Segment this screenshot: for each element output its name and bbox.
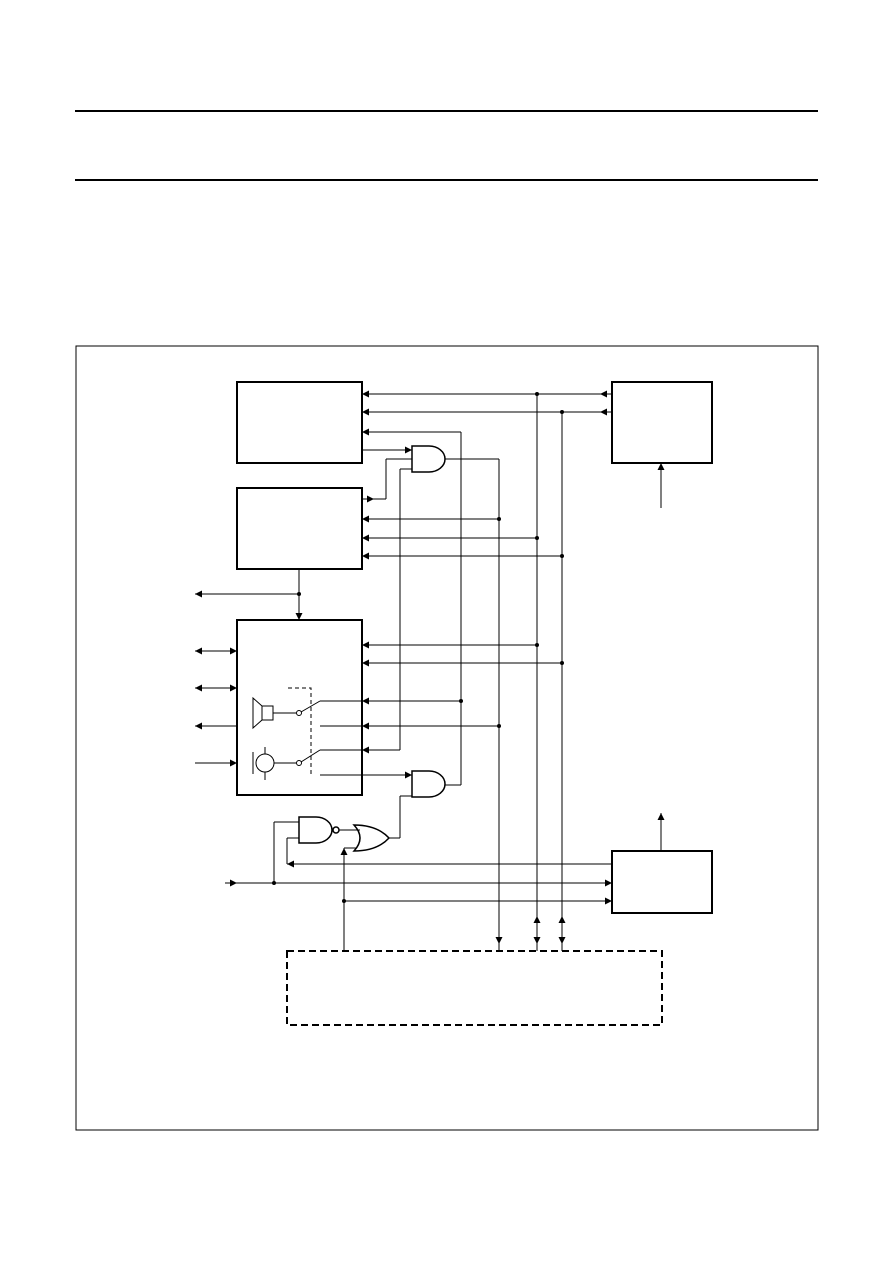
switch-icon (288, 687, 321, 775)
and-gate-bottom (411, 770, 446, 798)
speaker-icon (252, 696, 296, 730)
block-bottom-right (611, 850, 713, 914)
or-gate (352, 824, 391, 852)
nand-bubble (332, 826, 340, 834)
nand-gate (298, 816, 333, 844)
block-bottom-dashed (286, 950, 663, 1026)
microphone-icon (252, 747, 296, 780)
junction-dots (272, 392, 564, 903)
and-gate-top (411, 445, 446, 473)
header-rule-bottom (75, 179, 818, 181)
bus-lines (195, 390, 665, 951)
header-rule-top (75, 110, 818, 112)
block-top-right (611, 381, 713, 464)
figure-frame (75, 345, 819, 1131)
block-top-left (236, 381, 363, 464)
block-middle-left (236, 487, 363, 570)
